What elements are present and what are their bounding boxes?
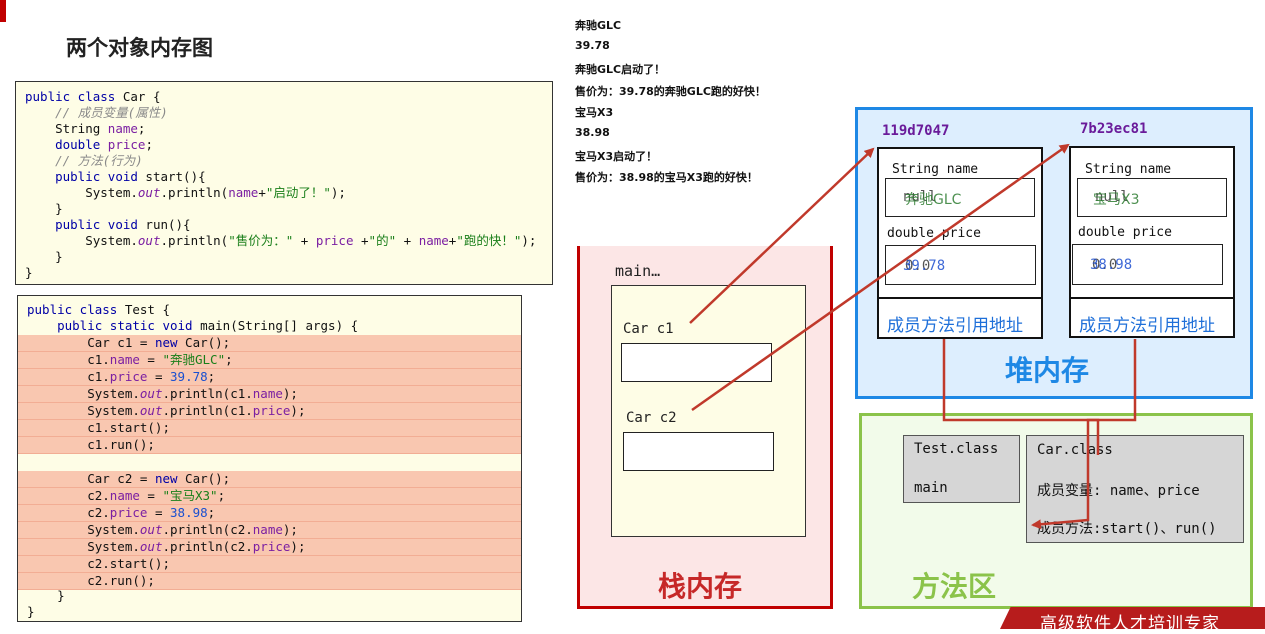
arrow-c2-to-obj2 bbox=[691, 143, 1070, 412]
code-line: } bbox=[25, 265, 33, 280]
obj2-name-value: 宝马X3 bbox=[1093, 192, 1140, 208]
code-line: public static void main(String[] args) { bbox=[57, 318, 359, 333]
code-line: Car c2 = new Car(); bbox=[18, 471, 521, 488]
arrow-obj2-to-class bbox=[1031, 339, 1137, 530]
code-line: public void start(){ bbox=[55, 169, 206, 184]
code-line: System.out.println(c1.name); bbox=[18, 386, 521, 403]
code-line: // 方法(行为) bbox=[25, 153, 143, 168]
obj1-name-value: 奔驰GLC bbox=[905, 192, 962, 208]
code-line: System.out.println(name+"启动了！"); bbox=[25, 185, 346, 200]
code-line: System.out.println(c2.price); bbox=[18, 539, 521, 556]
method-area-title: 方法区 bbox=[912, 570, 997, 603]
code-line: } bbox=[25, 201, 63, 216]
obj1-name-old: null bbox=[903, 189, 937, 205]
code-line: c2.name = "宝马X3"; bbox=[18, 488, 521, 505]
arrow-c1-to-obj1 bbox=[689, 147, 875, 324]
code-line: c2.start(); bbox=[18, 556, 521, 573]
code-line: } bbox=[25, 249, 63, 264]
code-line: public class Test { bbox=[27, 302, 170, 317]
obj1-method-ref-divider bbox=[877, 297, 1043, 299]
console-line: 38.98 bbox=[575, 126, 610, 139]
console-line: 售价为：38.98的宝马X3跑的好快！ bbox=[575, 171, 758, 184]
test-class-box bbox=[903, 435, 1020, 503]
obj2-method-ref-divider bbox=[1069, 297, 1235, 299]
obj1-address: 119d7047 bbox=[882, 123, 950, 139]
console-line: 奔驰GLC bbox=[575, 19, 622, 32]
code-line: public void run(){ bbox=[55, 217, 191, 232]
code-line: c1.start(); bbox=[18, 420, 521, 437]
code-line: System.out.println(c2.name); bbox=[18, 522, 521, 539]
stack-title: 栈内存 bbox=[658, 570, 743, 603]
code-line: // 成员变量(属性) bbox=[25, 105, 168, 120]
code-line: c2.price = 38.98; bbox=[18, 505, 521, 522]
code-line: c1.run(); bbox=[18, 437, 521, 454]
console-line: 宝马X3启动了！ bbox=[575, 150, 658, 163]
corner-marker bbox=[0, 0, 6, 22]
car-class-name: Car.class bbox=[1037, 442, 1113, 458]
main-stack-frame bbox=[611, 285, 806, 537]
code-line: } bbox=[27, 604, 35, 619]
obj2-name-old: null bbox=[1095, 189, 1129, 205]
car-class-fields: 成员变量: name、price bbox=[1037, 483, 1200, 499]
obj2-name-label: String name bbox=[1085, 162, 1172, 177]
console-line: 39.78 bbox=[575, 39, 610, 52]
code-line: System.out.println("售价为：" + price +"的" +… bbox=[25, 233, 537, 248]
car-class-methods: 成员方法:start()、run() bbox=[1037, 521, 1217, 537]
test-class-name: Test.class bbox=[914, 441, 999, 457]
code-line: c1.name = "奔驰GLC"; bbox=[18, 352, 521, 369]
code-line: Car c1 = new Car(); bbox=[18, 335, 521, 352]
code-line: System.out.println(c1.price); bbox=[18, 403, 521, 420]
code-line: c2.run(); bbox=[18, 573, 521, 590]
obj1-price-value: 39.78 bbox=[903, 258, 946, 274]
code-line: public class Car { bbox=[25, 89, 161, 104]
obj2-price-value: 38.98 bbox=[1090, 257, 1133, 273]
var-c2-label: Car c2 bbox=[626, 410, 677, 426]
console-line: 售价为：39.78的奔驰GLC跑的好快！ bbox=[575, 85, 766, 98]
code-line: String name; bbox=[25, 121, 146, 136]
arrow-obj1-to-class bbox=[942, 339, 1100, 455]
console-line: 宝马X3 bbox=[575, 106, 614, 119]
obj1-method-ref: 成员方法引用地址 bbox=[887, 316, 1023, 336]
page-title: 两个对象内存图 bbox=[66, 36, 213, 60]
code-line: c1.price = 39.78; bbox=[18, 369, 521, 386]
var-c2-slot bbox=[623, 432, 774, 471]
code-line: double price; bbox=[55, 137, 153, 152]
obj1-price-slot bbox=[885, 245, 1036, 285]
stack-frame-label: main… bbox=[615, 262, 661, 280]
var-c1-label: Car c1 bbox=[623, 321, 674, 337]
console-line: 奔驰GLC启动了！ bbox=[575, 63, 666, 76]
obj2-address: 7b23ec81 bbox=[1080, 121, 1148, 137]
footer-slogan: 高级软件人才培训专家 bbox=[1040, 614, 1220, 634]
obj1-name-label: String name bbox=[892, 162, 979, 177]
obj2-price-old: 0.0 bbox=[1092, 257, 1118, 273]
heap-title: 堆内存 bbox=[1005, 354, 1090, 387]
car-class-box bbox=[1026, 435, 1244, 543]
car-class-code: public class Car { // 成员变量(属性) String na… bbox=[15, 81, 553, 285]
footer-banner bbox=[1000, 607, 1265, 629]
obj2-price-label: double price bbox=[1078, 225, 1172, 240]
obj1-name-slot bbox=[885, 178, 1035, 217]
obj2-price-slot bbox=[1072, 244, 1223, 285]
test-class-main: main bbox=[914, 480, 948, 496]
var-c1-slot bbox=[621, 343, 772, 382]
obj2-name-slot bbox=[1077, 178, 1227, 217]
obj1-price-old: 0.0 bbox=[905, 258, 931, 274]
obj1-price-label: double price bbox=[887, 226, 981, 241]
obj2-method-ref: 成员方法引用地址 bbox=[1079, 316, 1215, 336]
test-class-code: public class Test { public static void m… bbox=[17, 295, 522, 622]
code-line: } bbox=[27, 588, 65, 603]
